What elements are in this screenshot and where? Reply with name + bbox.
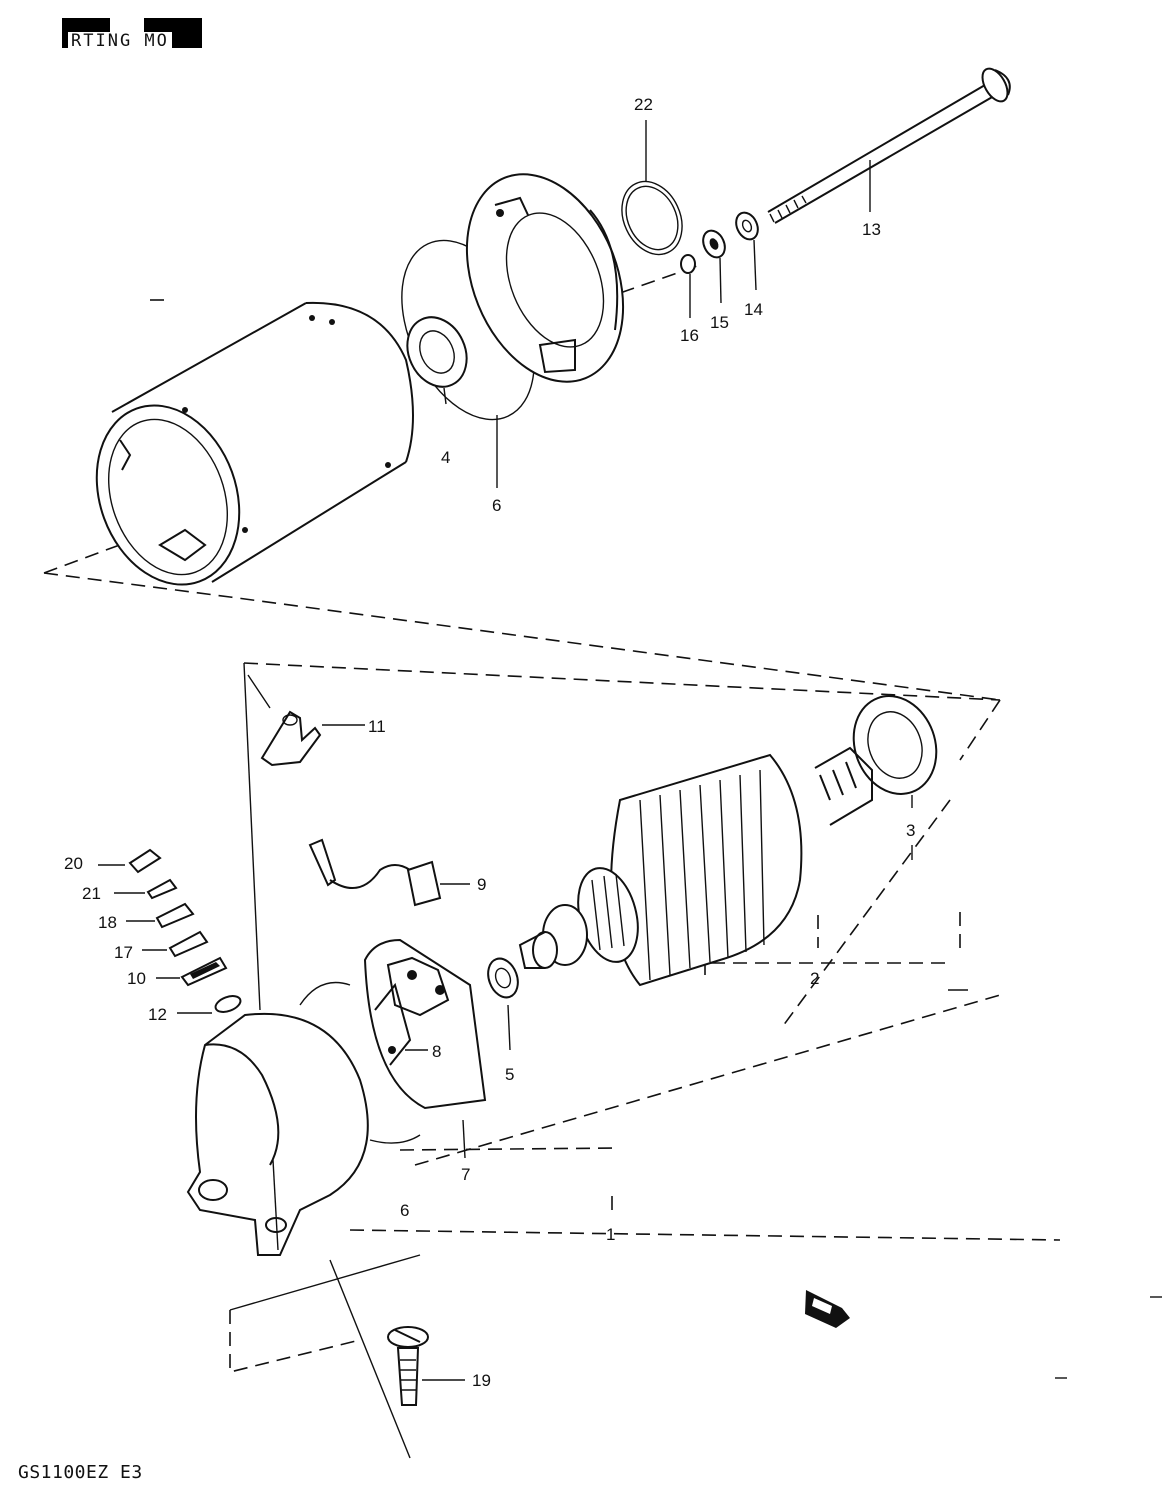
callout-6-upper: 6 (492, 496, 501, 515)
callout-9: 9 (477, 875, 486, 894)
callout-15: 15 (710, 313, 729, 332)
header-title: RTING MO (68, 32, 172, 50)
washer-16 (680, 254, 696, 318)
callout-1: 1 (606, 1225, 615, 1244)
armature (518, 746, 873, 987)
terminal-hardware-stack (98, 848, 242, 1014)
o-ring-22 (621, 120, 683, 256)
callout-7: 7 (461, 1165, 470, 1184)
lower-assembly-frame (229, 662, 1061, 1459)
brush-lead (308, 838, 470, 907)
callout-11: 11 (368, 717, 386, 736)
callout-13: 13 (862, 220, 881, 239)
callout-17: 17 (114, 943, 133, 962)
washer-15 (702, 229, 726, 304)
callout-12: 12 (148, 1005, 167, 1024)
washer-14 (735, 211, 759, 291)
callout-22: 22 (634, 95, 653, 114)
bearing-upper (406, 316, 468, 405)
arrow-marker-icon (805, 1290, 850, 1328)
callout-4: 4 (441, 448, 450, 467)
bearing-armature (852, 695, 938, 860)
callout-labels: 1 2 3 4 5 6 6 7 8 9 10 11 12 13 14 15 16… (64, 95, 915, 1390)
callout-18: 18 (98, 913, 117, 932)
front-cover (186, 1012, 369, 1256)
terminal-bracket (260, 710, 365, 767)
callout-20: 20 (64, 854, 83, 873)
callout-2: 2 (810, 969, 819, 988)
callout-14: 14 (744, 300, 763, 319)
thrust-washer (487, 957, 519, 1051)
screw (387, 1326, 465, 1406)
callout-3: 3 (906, 821, 915, 840)
end-cover (465, 173, 625, 383)
callout-19: 19 (472, 1371, 491, 1390)
callout-8: 8 (432, 1042, 441, 1061)
callout-6-lower: 6 (400, 1201, 409, 1220)
model-code: GS1100EZ E3 (18, 1462, 143, 1483)
callout-10: 10 (127, 969, 146, 988)
page-header: RTING MO (62, 18, 262, 52)
callout-5: 5 (505, 1065, 514, 1084)
callout-21: 21 (82, 884, 101, 903)
o-ring-lower (299, 981, 421, 1144)
brush-holder-plate (363, 938, 487, 1159)
callout-16: 16 (680, 326, 699, 345)
through-bolt (767, 67, 1011, 224)
yoke-housing (95, 301, 414, 586)
